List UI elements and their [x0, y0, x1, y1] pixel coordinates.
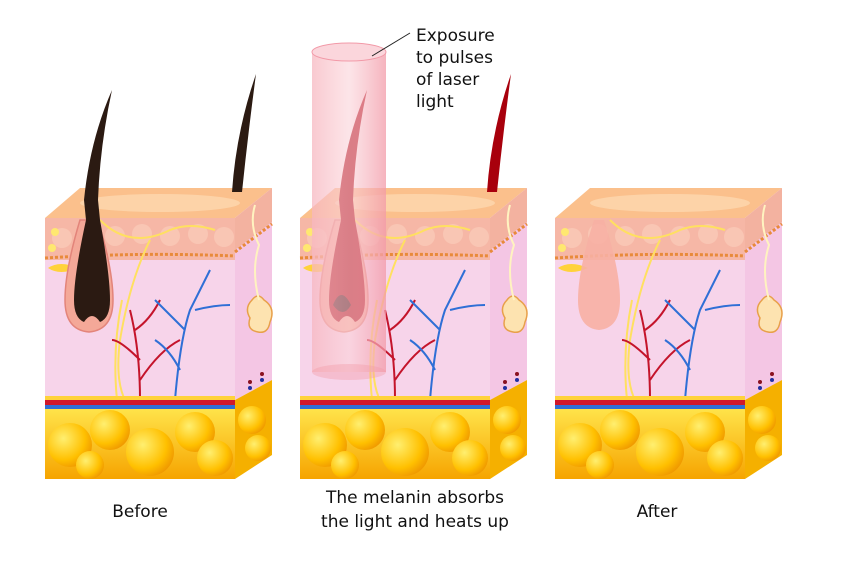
label-line: The melanin absorbs [326, 488, 504, 508]
hair-dark [74, 90, 112, 322]
label-before: Before [112, 502, 168, 522]
leader-line [371, 32, 411, 57]
laser-beam [311, 42, 387, 380]
label-after: After [636, 502, 678, 522]
label-line: of laser [416, 70, 480, 90]
skin-block-before [43, 74, 274, 481]
label-line: Exposure [416, 26, 495, 46]
empty-follicle [578, 220, 620, 330]
label-line: to pulses [416, 48, 493, 68]
skin-block-after [553, 186, 784, 481]
label-line: the light and heats up [321, 512, 509, 532]
label-line: light [416, 92, 454, 112]
label-melanin-absorbs: The melanin absorbs the light and heats … [280, 486, 550, 534]
hair-dark-2 [232, 74, 256, 192]
label-laser-exposure: Exposure to pulses of laser light [416, 25, 536, 113]
hair-heated-2 [487, 74, 511, 192]
